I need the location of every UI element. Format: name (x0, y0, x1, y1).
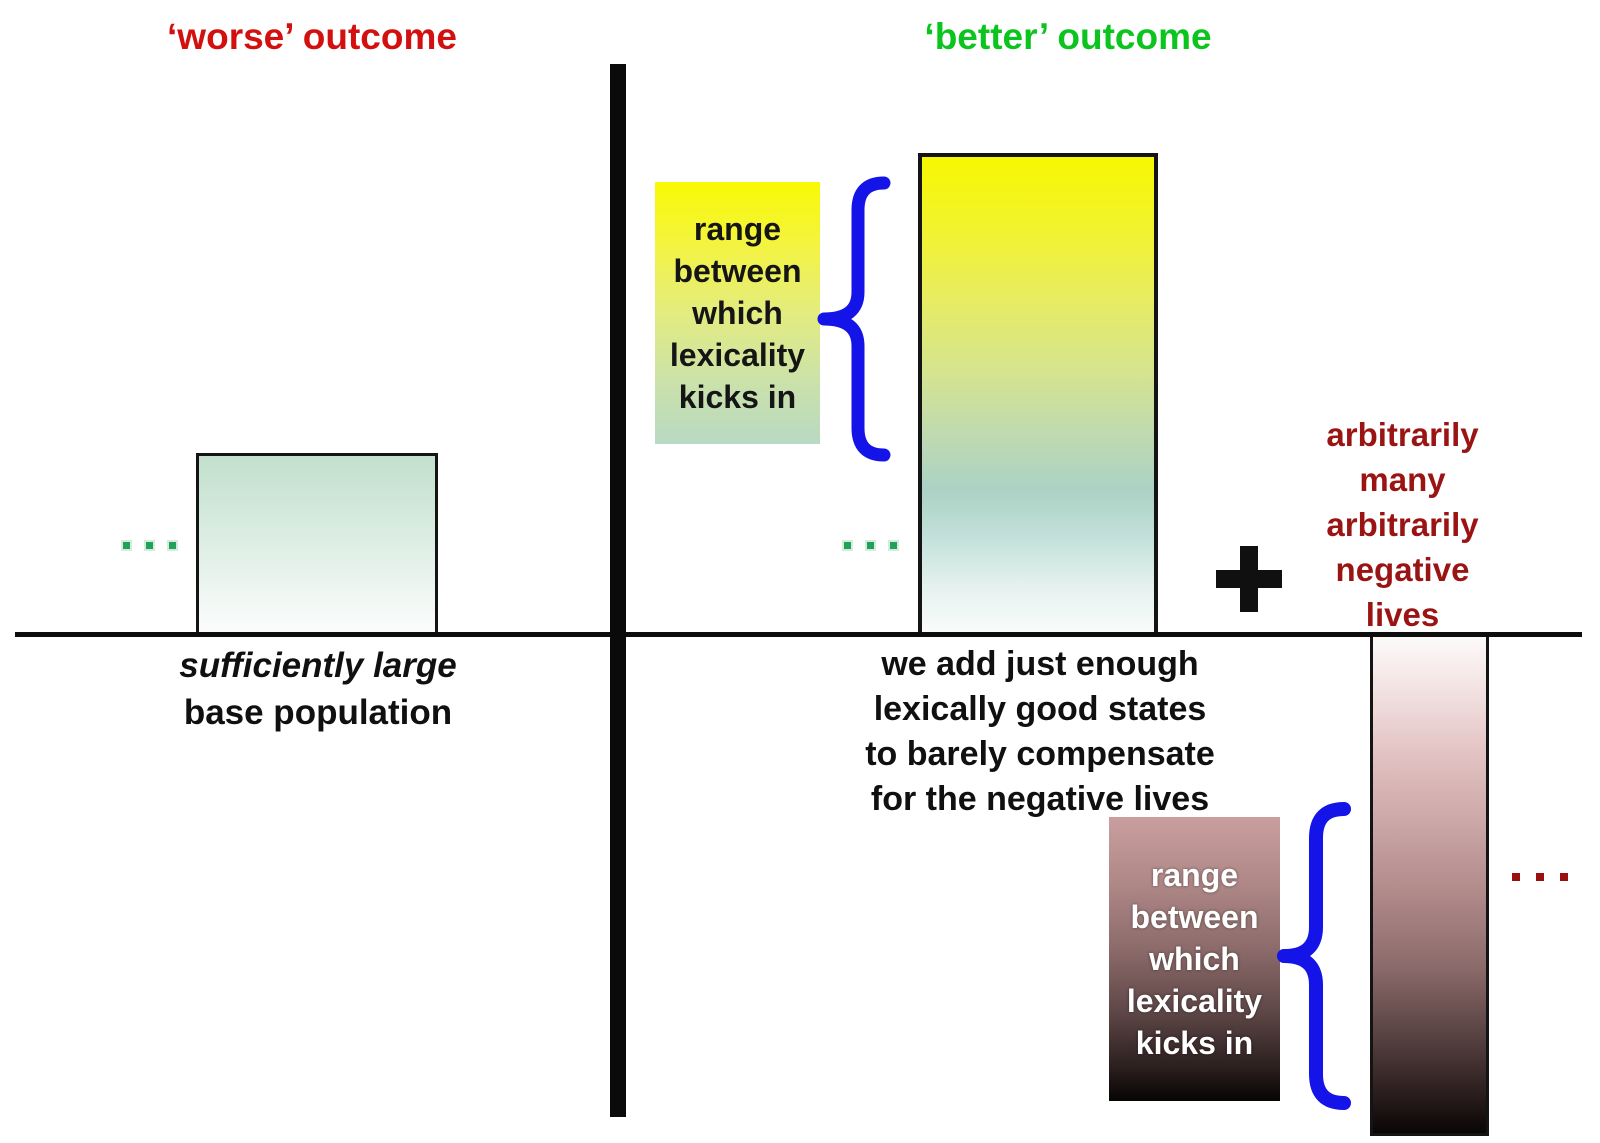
range-label-line: which (1149, 941, 1240, 977)
lower-range-label-box: range between which lexicality kicks in (1109, 817, 1280, 1101)
ellipsis-dot (123, 542, 130, 549)
negative-lives-bar (1370, 636, 1489, 1136)
base-population-caption-line: base population (183, 693, 453, 732)
range-label-line: range (1150, 857, 1239, 893)
negative-lives-caption-line: arbitrarily (1326, 506, 1479, 543)
ellipsis-dot (1512, 873, 1520, 881)
compensate-caption-line: for the negative lives (870, 780, 1210, 818)
base-population-caption-line: sufficiently large (179, 646, 457, 685)
ellipsis-dots (1512, 873, 1568, 881)
range-label-line: kicks in (678, 379, 797, 415)
range-label-line: lexicality (1126, 983, 1263, 1019)
base-population-caption: sufficiently large base population (118, 642, 518, 736)
curly-brace-icon (1277, 802, 1351, 1110)
plus-icon (1216, 546, 1282, 612)
range-label-line: between (673, 253, 802, 289)
ellipsis-dot (1560, 873, 1568, 881)
better-outcome-bar (918, 153, 1158, 633)
range-label-line: range (693, 211, 782, 247)
ellipsis-dot (867, 542, 874, 549)
negative-lives-caption-line: many (1359, 461, 1446, 498)
ellipsis-dot (169, 542, 176, 549)
compensate-caption: we add just enough lexically good states… (830, 642, 1250, 822)
base-population-bar (196, 453, 438, 633)
upper-range-label-box: range between which lexicality kicks in (655, 182, 820, 444)
better-outcome-title: ‘better’ outcome (924, 16, 1212, 57)
outcome-divider-line (610, 64, 626, 1117)
range-label-line: kicks in (1135, 1025, 1254, 1061)
range-label-line: between (1130, 899, 1259, 935)
negative-lives-caption-line: arbitrarily (1326, 416, 1479, 453)
compensate-caption-line: lexically good states (873, 690, 1207, 728)
range-label-line: lexicality (669, 337, 806, 373)
curly-brace-icon (817, 176, 891, 462)
ellipsis-dot (890, 542, 897, 549)
worse-outcome-title: ‘worse’ outcome (167, 16, 457, 57)
compensate-caption-line: we add just enough (881, 645, 1199, 683)
negative-lives-caption-line: negative (1335, 551, 1470, 588)
axis-baseline (15, 632, 1582, 637)
compensate-caption-line: to barely compensate (865, 735, 1215, 773)
ellipsis-dot (146, 542, 153, 549)
ellipsis-dots (123, 542, 176, 549)
ellipsis-dots (844, 542, 897, 549)
ellipsis-dot (844, 542, 851, 549)
negative-lives-caption-line: lives (1365, 596, 1440, 633)
ellipsis-dot (1536, 873, 1544, 881)
negative-lives-caption: arbitrarily many arbitrarily negative li… (1300, 412, 1505, 637)
range-label-line: which (692, 295, 783, 331)
